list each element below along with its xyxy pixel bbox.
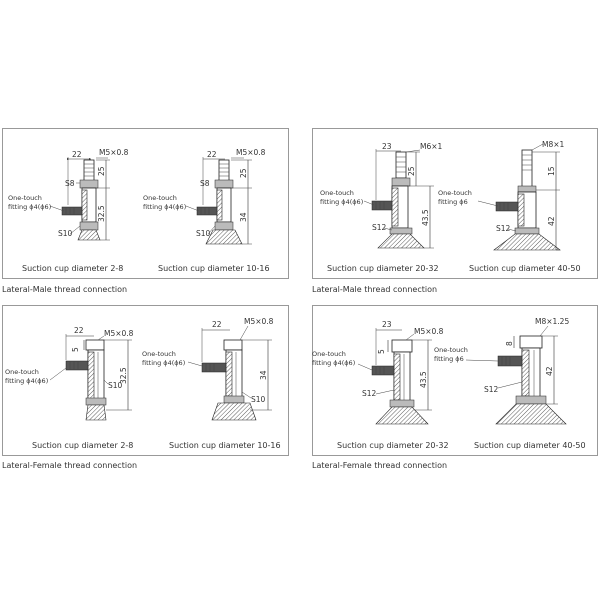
label-p2f2-base: S12 bbox=[496, 224, 511, 233]
dim-p2f1-h2: 43.5 bbox=[421, 209, 430, 226]
drawing-p2-fig1: 23 M6×1 25 43.5 One-touch fitting ϕ4(ϕ6)… bbox=[320, 142, 443, 249]
label-p4f1-fitting-size: fitting ϕ4(ϕ6) bbox=[312, 359, 355, 367]
dim-p4f2-thread: M8×1.25 bbox=[535, 317, 569, 326]
label-p1f2-base: S10 bbox=[196, 229, 211, 238]
section-label-lateral-male-large: Lateral-Male thread connection bbox=[312, 285, 438, 294]
caption-p4-fig1: Suction cup diameter 20-32 bbox=[337, 441, 449, 450]
dim-p1f2-h2: 34 bbox=[239, 212, 248, 222]
dim-p3f2-thread: M5×0.8 bbox=[244, 317, 274, 326]
label-p2f1-fitting-title: One-touch bbox=[320, 189, 354, 197]
dim-p1f1-width: 22 bbox=[72, 150, 82, 159]
label-p3f2-base: S10 bbox=[251, 395, 266, 404]
dim-p1f1-h2: 32.5 bbox=[97, 205, 106, 222]
label-p4f1-fitting-title: One-touch bbox=[312, 350, 346, 358]
dim-p1f2-thread: M5×0.8 bbox=[236, 148, 266, 157]
label-p2f2-fitting-size: fitting ϕ6 bbox=[438, 198, 468, 206]
drawing-p4-fig1: 23 M5×0.8 5 43.5 One-touch fitting ϕ4(ϕ6… bbox=[312, 320, 444, 425]
panel-lateral-male-large bbox=[312, 128, 598, 279]
drawing-p4-fig2: M8×1.25 8 42 One-touch fitting ϕ6 S12 bbox=[434, 317, 569, 425]
dim-p1f1-hex: S8 bbox=[65, 179, 75, 188]
dim-p3f1-h2: 32.5 bbox=[119, 367, 128, 384]
section-label-lateral-male-small: Lateral-Male thread connection bbox=[2, 285, 128, 294]
dim-p4f1-h1: 5 bbox=[377, 349, 386, 354]
dim-p2f2-h1: 15 bbox=[547, 166, 556, 176]
dim-p3f2-width: 22 bbox=[212, 320, 222, 329]
panel-lateral-female-large bbox=[312, 305, 598, 456]
caption-p2-fig2: Suction cup diameter 40-50 bbox=[469, 264, 581, 273]
caption-p2-fig1: Suction cup diameter 20-32 bbox=[327, 264, 439, 273]
caption-p3-fig1: Suction cup diameter 2-8 bbox=[32, 441, 134, 450]
dim-p3f1-width: 22 bbox=[74, 326, 84, 335]
section-label-lateral-female-small: Lateral-Female thread connection bbox=[2, 461, 138, 470]
drawing-p2-fig2: M8×1 15 42 One-touch fitting ϕ6 S12 bbox=[438, 140, 565, 251]
dim-p1f1-thread: M5×0.8 bbox=[99, 148, 129, 157]
label-p1f1-fitting-size: fitting ϕ4(ϕ6) bbox=[8, 203, 51, 211]
drawing-p1-fig1: 22 M5×0.8 S8 25 32.5 One-touch fitting ϕ… bbox=[8, 148, 129, 241]
label-p4f1-base: S12 bbox=[362, 389, 377, 398]
dim-p4f2-h2: 42 bbox=[545, 366, 554, 376]
drawing-p3-fig2: 22 M5×0.8 34 One-touch fitting ϕ4(ϕ6) S1… bbox=[142, 317, 274, 421]
dim-p3f2-h2: 34 bbox=[259, 370, 268, 380]
dim-p4f1-width: 23 bbox=[382, 320, 392, 329]
dim-p4f1-thread: M5×0.8 bbox=[414, 327, 444, 336]
caption-p3-fig2: Suction cup diameter 10-16 bbox=[169, 441, 281, 450]
dim-p3f1-thread: M5×0.8 bbox=[104, 329, 134, 338]
label-p1f2-fitting-size: fitting ϕ4(ϕ6) bbox=[143, 203, 186, 211]
dim-p4f1-h2: 43.5 bbox=[419, 371, 428, 388]
dim-p1f2-h1: 25 bbox=[239, 168, 248, 178]
dim-p2f2-thread: M8×1 bbox=[542, 140, 565, 149]
dim-p4f2-h1: 8 bbox=[505, 341, 514, 346]
dim-p1f2-width: 22 bbox=[207, 150, 217, 159]
label-p3f2-fitting-size: fitting ϕ4(ϕ6) bbox=[142, 359, 185, 367]
label-p3f1-fitting-title: One-touch bbox=[5, 368, 39, 376]
label-p3f2-fitting-title: One-touch bbox=[142, 350, 176, 358]
caption-p1-fig1: Suction cup diameter 2-8 bbox=[22, 264, 124, 273]
label-p4f2-fitting-title: One-touch bbox=[434, 346, 468, 354]
section-label-lateral-female-large: Lateral-Female thread connection bbox=[312, 461, 448, 470]
dim-p2f1-width: 23 bbox=[382, 142, 392, 151]
label-p2f2-fitting-title: One-touch bbox=[438, 189, 472, 197]
label-p1f1-fitting-title: One-touch bbox=[8, 194, 42, 202]
dim-p1f2-hex: S8 bbox=[200, 179, 210, 188]
label-p2f1-base: S12 bbox=[372, 223, 387, 232]
dim-p3f1-h1: 5 bbox=[71, 347, 80, 352]
dim-p2f1-thread: M6×1 bbox=[420, 142, 443, 151]
label-p1f2-fitting-title: One-touch bbox=[143, 194, 177, 202]
label-p4f2-fitting-size: fitting ϕ6 bbox=[434, 355, 464, 363]
panel-lateral-male-small bbox=[2, 128, 289, 279]
label-p3f1-base: S10 bbox=[108, 381, 123, 390]
label-p3f1-fitting-size: fitting ϕ4(ϕ6) bbox=[5, 377, 48, 385]
dim-p2f2-h2: 42 bbox=[547, 216, 556, 226]
drawing-p3-fig1: 22 M5×0.8 5 32.5 One-touch fitting ϕ4(ϕ6… bbox=[5, 326, 134, 421]
dim-p2f1-h1: 25 bbox=[407, 166, 416, 176]
drawing-p1-fig2: 22 M5×0.8 S8 25 34 One-touch fitting ϕ4(… bbox=[143, 148, 266, 245]
label-p4f2-base: S12 bbox=[484, 385, 499, 394]
caption-p4-fig2: Suction cup diameter 40-50 bbox=[474, 441, 586, 450]
label-p1f1-base: S10 bbox=[58, 229, 73, 238]
caption-p1-fig2: Suction cup diameter 10-16 bbox=[158, 264, 270, 273]
dim-p1f1-h1: 25 bbox=[97, 166, 106, 176]
label-p2f1-fitting-size: fitting ϕ4(ϕ6) bbox=[320, 198, 363, 206]
